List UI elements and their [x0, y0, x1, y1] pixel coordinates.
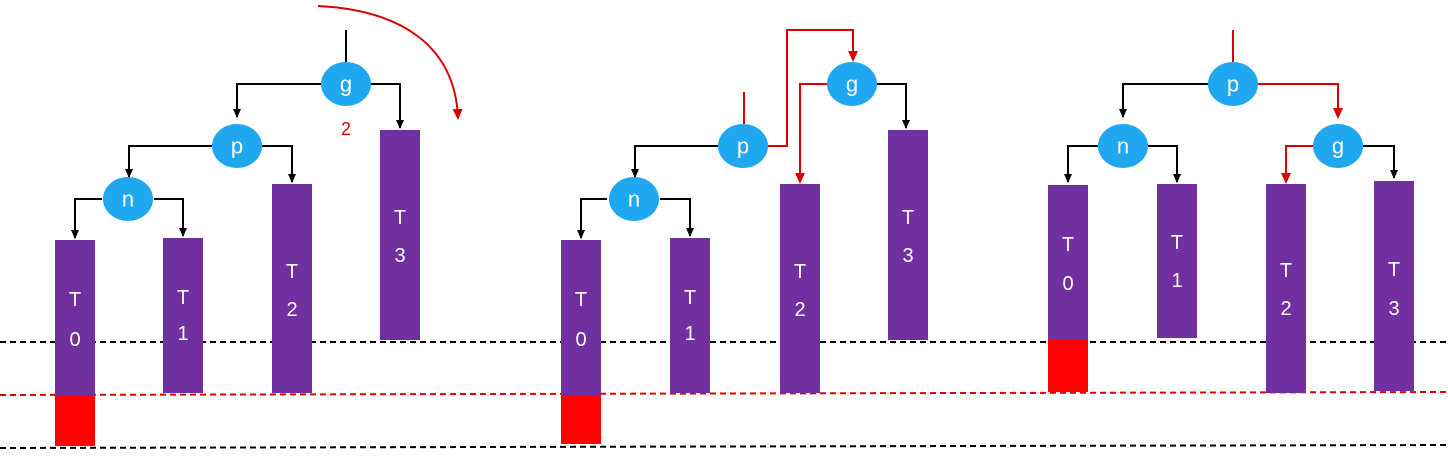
node-g	[827, 62, 877, 106]
edge-n-t1	[1148, 145, 1181, 183]
subtree-t0-label-a: T	[1062, 234, 1074, 256]
edge-g-t3	[370, 83, 404, 129]
subtree-t1	[670, 238, 710, 393]
node-g-label: g	[1332, 134, 1344, 159]
subtree-t3-label-b: 3	[902, 245, 913, 267]
subtree-t0	[55, 240, 95, 395]
subtree-t2	[1266, 184, 1306, 393]
edge-g-t2	[1281, 145, 1313, 184]
node-p	[718, 124, 768, 168]
subtree-t1-label-b: 1	[177, 323, 188, 345]
subtree-t3-label-b: 3	[1388, 298, 1399, 320]
subtree-t2	[272, 184, 312, 393]
subtree-t2-label-a: T	[794, 261, 806, 283]
node-g	[1313, 124, 1363, 168]
subtree-t2-label-b: 2	[794, 299, 805, 321]
subtree-t3	[1374, 181, 1414, 391]
subtree-t1	[1157, 184, 1197, 338]
node-p-label: p	[231, 134, 243, 159]
subtree-t2-label-b: 2	[1280, 298, 1291, 320]
subtree-t1-label-a: T	[684, 287, 696, 309]
reference-line-bottom	[0, 444, 1448, 449]
subtree-t0-label-b: 0	[1062, 273, 1073, 295]
subtree-t2-label-a: T	[1280, 260, 1292, 282]
subtree-t0-overflow	[1048, 340, 1088, 392]
node-n-label: n	[628, 187, 640, 212]
subtree-t3-label-a: T	[902, 207, 914, 229]
subtree-t0-label-b: 0	[69, 329, 80, 351]
edge-n-t1	[154, 198, 187, 237]
edge-p-n	[125, 145, 212, 178]
balance-factor-label: 2	[341, 119, 351, 139]
node-g	[321, 62, 371, 106]
subtree-t0-label-b: 0	[575, 329, 586, 351]
node-p-label: p	[1227, 72, 1239, 97]
edge-n-t0	[71, 198, 102, 239]
subtree-t3-label-b: 3	[394, 245, 405, 267]
subtree-t1-label-b: 1	[1171, 270, 1182, 292]
edge-n-t0	[577, 198, 607, 239]
subtree-t3-label-a: T	[394, 207, 406, 229]
edge-g-t3	[876, 83, 910, 129]
node-p-label: p	[737, 134, 749, 159]
node-n	[1098, 124, 1148, 168]
subtree-t0	[1048, 185, 1088, 340]
node-n-label: n	[122, 187, 134, 212]
panel-before-rotation: T 0 T 1 T 2 T 3 g p n 2	[55, 5, 463, 446]
subtree-t0-label-a: T	[575, 289, 587, 311]
subtree-t0-label-a: T	[69, 289, 81, 311]
subtree-t2-label-a: T	[286, 261, 298, 283]
subtree-t3	[888, 130, 928, 340]
node-n	[609, 177, 659, 221]
panel-after-rotation: T 0 T 1 T 2 T 3 p n g	[1048, 30, 1414, 393]
edge-p-g-new	[768, 29, 858, 147]
subtree-t0	[561, 240, 601, 395]
subtree-t1-label-a: T	[1171, 232, 1183, 254]
edge-g-t2-new	[795, 83, 828, 184]
subtree-t2	[780, 184, 820, 393]
edge-p-t2	[262, 145, 296, 183]
panel-during-rotation: T 0 T 1 T 2 T 3 g p n	[561, 29, 928, 444]
node-g-label: g	[846, 72, 858, 97]
subtree-t3-label-a: T	[1388, 259, 1400, 281]
node-g-label: g	[340, 72, 352, 97]
edge-g-t3	[1363, 145, 1398, 179]
subtree-t0-overflow	[55, 395, 95, 446]
reference-line-middle	[0, 391, 1448, 396]
edge-n-t1	[660, 198, 694, 237]
subtree-t1-label-a: T	[177, 287, 189, 309]
edge-g-p	[233, 83, 322, 118]
subtree-t1	[163, 238, 203, 393]
subtree-t1-label-b: 1	[684, 323, 695, 345]
rotation-arrow	[317, 5, 463, 120]
subtree-t2-label-b: 2	[286, 299, 297, 321]
edge-p-n	[1119, 83, 1208, 118]
node-p	[1208, 62, 1258, 106]
node-n	[103, 177, 153, 221]
node-p	[212, 124, 262, 168]
edge-p-n	[631, 145, 718, 178]
subtree-t3	[380, 130, 420, 340]
node-n-label: n	[1117, 134, 1129, 159]
edge-n-t0	[1064, 145, 1098, 183]
subtree-t0-overflow	[561, 395, 601, 444]
edge-p-g	[1258, 83, 1343, 119]
